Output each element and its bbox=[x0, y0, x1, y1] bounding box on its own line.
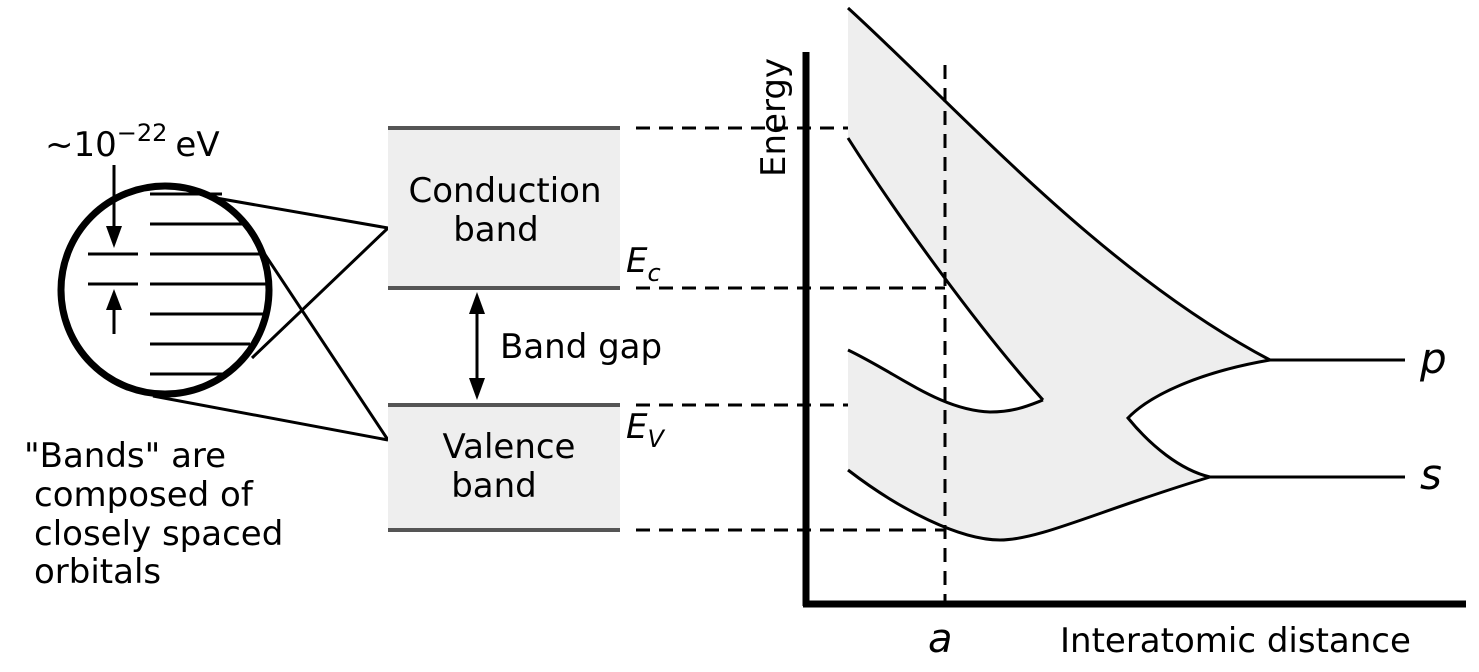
y-axis-label: Energy bbox=[754, 58, 794, 177]
spacing-exponent: −22 bbox=[117, 119, 168, 147]
spacing-arrow-down-head bbox=[106, 226, 122, 248]
ev-label: EV bbox=[626, 407, 665, 453]
band-gap-label: Band gap bbox=[500, 327, 662, 367]
valence-band-label-line2: band bbox=[451, 466, 537, 506]
caption-line-2: composed of bbox=[34, 475, 254, 515]
x-axis-label: Interatomic distance bbox=[1060, 621, 1411, 661]
lower-band-top-curve bbox=[847, 348, 1044, 414]
ec-subscript: c bbox=[647, 259, 660, 287]
ev-subscript: V bbox=[647, 425, 665, 453]
upper-band-inner-curve bbox=[846, 137, 1045, 402]
caption-line-3: closely spaced bbox=[34, 514, 283, 554]
band-notch-curve bbox=[1125, 358, 1271, 479]
valence-band-label-line1: Valence bbox=[443, 427, 576, 467]
ec-label: Ec bbox=[626, 241, 661, 287]
conduction-band-label-line1: Conduction bbox=[408, 171, 601, 211]
p-label: p bbox=[1419, 334, 1447, 383]
zoom-circle bbox=[57, 182, 273, 398]
upper-band-region bbox=[848, 8, 1270, 540]
conduction-band-box bbox=[388, 128, 620, 288]
ec-symbol: E bbox=[626, 241, 648, 281]
ev-symbol: E bbox=[626, 407, 648, 447]
zoom-connector-upper-bottom bbox=[250, 226, 390, 360]
band-boxes: Conduction band Valence band Band gap Ec… bbox=[388, 126, 665, 532]
lower-band-bottom-curve bbox=[847, 468, 1211, 542]
energy-plot: Energy Interatomic distance a p s bbox=[754, 6, 1466, 662]
zoom-connector-lower-bottom bbox=[152, 394, 389, 442]
a-marker-label: a bbox=[928, 616, 953, 662]
caption-line-1: "Bands" are bbox=[24, 436, 226, 476]
spacing-unit: eV bbox=[175, 125, 219, 165]
s-label: s bbox=[1420, 450, 1442, 499]
zoom-connector-lower-top bbox=[260, 249, 390, 441]
caption-line-4: orbitals bbox=[34, 552, 161, 592]
conduction-band-label-line2: band bbox=[453, 210, 539, 250]
spacing-prefix: ~10 bbox=[45, 125, 117, 165]
band-gap-arrow-down-head bbox=[469, 378, 485, 400]
upper-band-top-curve bbox=[846, 6, 1271, 362]
valence-band-box bbox=[388, 405, 620, 530]
band-gap-arrow-up-head bbox=[469, 292, 485, 314]
orbital-lines bbox=[88, 192, 268, 376]
spacing-arrow-up-head bbox=[106, 289, 122, 310]
